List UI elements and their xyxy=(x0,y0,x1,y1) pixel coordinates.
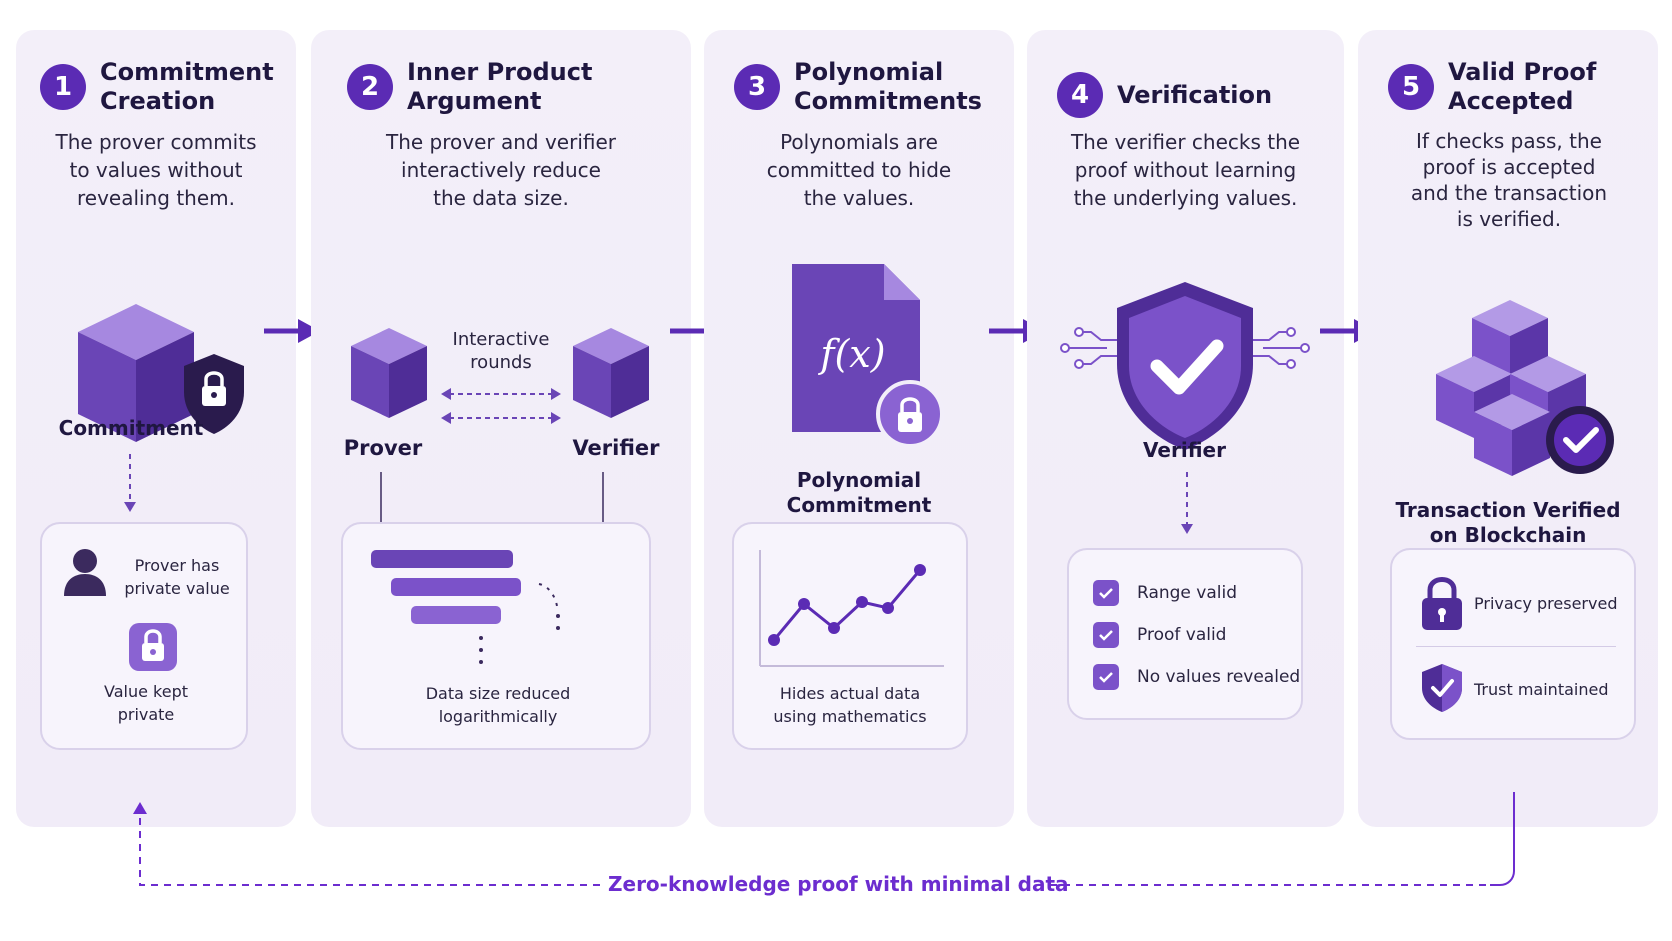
step-panel-4: 4 Verification The verifier checks the p… xyxy=(1027,30,1344,827)
verifier-cube-icon xyxy=(573,328,649,418)
commitment-cube-icon xyxy=(78,304,244,442)
data-reduced-text: Data size reduced logarithmically xyxy=(425,684,571,726)
check-row-range: Range valid xyxy=(1093,580,1237,606)
step-number-1: 1 xyxy=(40,64,86,110)
step-description-1: The prover commits to values without rev… xyxy=(55,130,257,210)
step-header-3: 3 Polynomial Commitments xyxy=(734,58,982,116)
hides-data-box: Hides actual data using mathematics xyxy=(732,522,968,750)
polynomial-commitment-label: Polynomial Commitment xyxy=(786,468,932,517)
step-number-4: 4 xyxy=(1057,72,1103,118)
private-value-box: Prover has private value Value kept priv… xyxy=(40,522,248,750)
checkbox-checked-icon xyxy=(1093,622,1119,648)
privacy-preserved-text: Privacy preserved xyxy=(1474,594,1618,613)
step-description-2: The prover and verifier interactively re… xyxy=(385,130,617,210)
step-header-4: 4 Verification xyxy=(1057,72,1272,118)
step-panel-3: 3 Polynomial Commitments Polynomials are… xyxy=(704,30,1014,827)
check-row-no-values: No values revealed xyxy=(1093,664,1300,690)
verifier-label: Verifier xyxy=(572,436,660,460)
user-icon xyxy=(64,549,106,596)
outcome-box: Privacy preserved Trust maintained xyxy=(1390,548,1636,740)
padlock-icon xyxy=(1422,577,1462,630)
step-number-5: 5 xyxy=(1388,64,1434,110)
polynomial-formula: f(x) xyxy=(820,332,886,376)
shield-check-small-icon xyxy=(1422,664,1462,712)
checkbox-checked-icon xyxy=(1093,580,1119,606)
step-header-2: 2 Inner Product Argument xyxy=(347,58,592,116)
step-title-2: Inner Product Argument xyxy=(407,58,593,115)
step-title-4: Verification xyxy=(1117,80,1273,109)
step-number-3: 3 xyxy=(734,64,780,110)
commitment-label: Commitment xyxy=(58,416,204,440)
step-description-3: Polynomials are committed to hide the va… xyxy=(766,130,952,210)
bidirectional-arrows-icon xyxy=(441,388,561,424)
prover-private-text: Prover has private value xyxy=(124,556,230,598)
prover-cube-icon xyxy=(351,328,427,418)
checks-box: Range valid Proof valid No values reveal… xyxy=(1067,548,1303,720)
dashed-arrow-down-1 xyxy=(124,454,136,512)
step-description-4: The verifier checks the proof without le… xyxy=(1070,130,1301,210)
step-title-3: Polynomial Commitments xyxy=(794,58,982,115)
verifier-shield-label: Verifier xyxy=(1143,438,1226,462)
outcome-divider xyxy=(1416,646,1616,647)
step-header-1: 1 Commitment Creation xyxy=(40,58,274,116)
step-description-5: If checks pass, the proof is accepted an… xyxy=(1410,129,1608,231)
hides-data-text: Hides actual data using mathematics xyxy=(773,684,927,726)
check-label-range: Range valid xyxy=(1137,583,1237,603)
dashed-arrow-down-4 xyxy=(1181,472,1193,534)
shield-check-icon xyxy=(1060,282,1310,450)
step-panel-5: 5 Valid Proof Accepted If checks pass, t… xyxy=(1358,30,1658,827)
line-chart-icon xyxy=(759,550,944,667)
footer-caption: Zero-knowledge proof with minimal data xyxy=(608,872,1069,896)
check-row-proof: Proof valid xyxy=(1093,622,1226,648)
transaction-verified-label: Transaction Verified on Blockchain xyxy=(1395,498,1621,547)
step-number-2: 2 xyxy=(347,64,393,110)
check-label-no-values: No values revealed xyxy=(1137,667,1301,687)
prover-label: Prover xyxy=(343,436,423,460)
step-panel-2: 2 Inner Product Argument The prover and … xyxy=(311,30,691,827)
step-panel-1: 1 Commitment Creation The prover commits… xyxy=(16,30,296,827)
flow-arrow-1 xyxy=(264,319,320,343)
step-header-5: 5 Valid Proof Accepted xyxy=(1388,58,1596,116)
step-title-5: Valid Proof Accepted xyxy=(1448,58,1597,115)
blockchain-cubes-icon xyxy=(1436,300,1614,476)
polynomial-document-icon xyxy=(792,264,944,448)
checkbox-checked-icon xyxy=(1093,664,1119,690)
lock-icon xyxy=(129,623,177,671)
interactive-rounds-label: Interactive rounds xyxy=(452,329,550,373)
funnel-bars-icon xyxy=(371,550,560,664)
check-label-proof: Proof valid xyxy=(1137,625,1227,645)
step-title-1: Commitment Creation xyxy=(100,58,274,115)
trust-maintained-text: Trust maintained xyxy=(1474,680,1609,699)
value-kept-private-text: Value kept private xyxy=(104,682,188,724)
data-reduction-box: Data size reduced logarithmically xyxy=(341,522,651,750)
